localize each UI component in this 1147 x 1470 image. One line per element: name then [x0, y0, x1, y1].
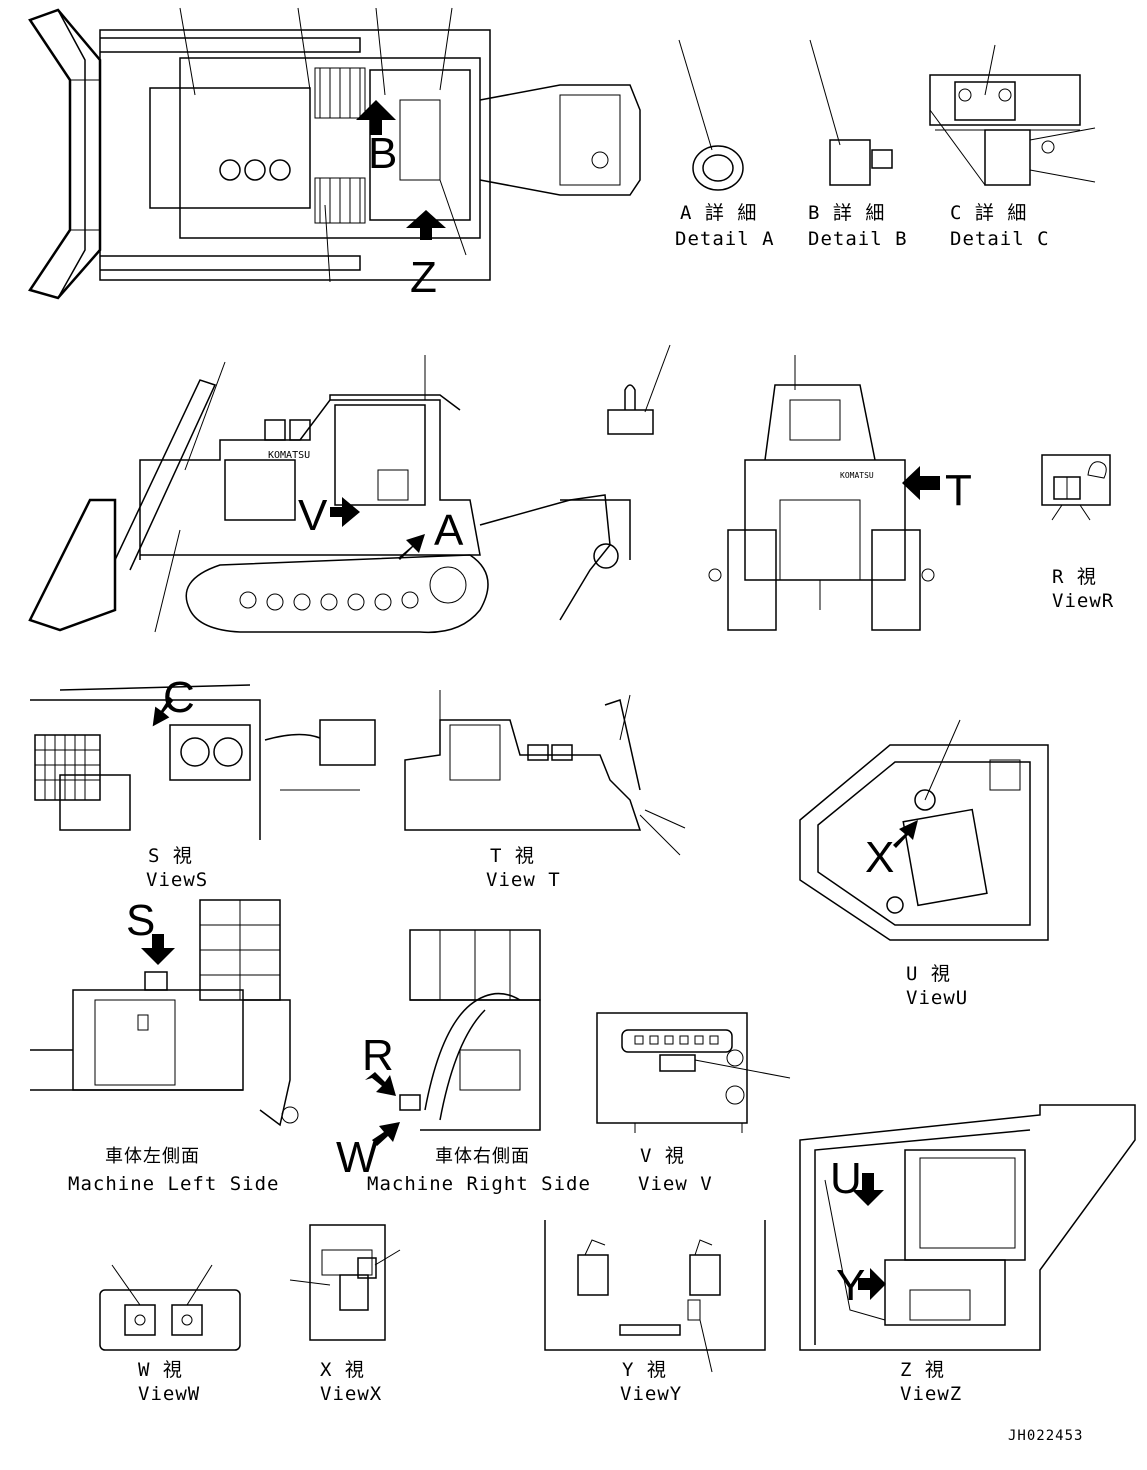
callout-b: B — [368, 129, 397, 178]
callout-r: R — [362, 1031, 394, 1080]
view-w-figure — [99, 1264, 241, 1351]
callout-a: A — [434, 506, 464, 555]
callout-x: X — [865, 833, 894, 882]
side-elevation-view: KOMATSU — [28, 355, 631, 634]
caption-left-side-jp: 車体左側面 — [105, 1146, 200, 1167]
caption-view-u-jp: U 視 — [906, 963, 951, 985]
arrow-v-icon — [330, 497, 360, 527]
caption-view-r-jp: R 視 — [1052, 566, 1097, 588]
arrow-s-icon — [141, 934, 175, 965]
arrow-x-icon — [893, 820, 918, 848]
caption-detail-b-en: Detail B — [808, 228, 908, 250]
brand-label-side: KOMATSU — [268, 450, 310, 461]
callout-y: Y — [836, 1261, 865, 1310]
arrow-u-icon — [852, 1173, 884, 1206]
machine-right-side-figure — [365, 929, 541, 1146]
caption-view-z-en: ViewZ — [900, 1383, 962, 1405]
caption-detail-c-en: Detail C — [950, 228, 1050, 250]
arrow-r-icon — [365, 1072, 396, 1096]
view-u-figure — [799, 719, 1049, 941]
callout-s: S — [126, 896, 155, 945]
caption-view-v-en: View V — [638, 1173, 713, 1195]
caption-view-t-en: View T — [486, 869, 561, 891]
caption-view-x-jp: X 視 — [320, 1359, 365, 1381]
caption-view-r-en: ViewR — [1052, 590, 1114, 612]
arrow-y-icon — [858, 1268, 886, 1300]
caption-view-u-en: ViewU — [906, 987, 968, 1009]
view-t-figure — [404, 690, 686, 856]
caption-view-z-jp: Z 視 — [900, 1359, 945, 1381]
brand-label-rear: KOMATSU — [840, 471, 874, 480]
callout-c: C — [163, 673, 195, 722]
callout-t: T — [945, 466, 972, 515]
caption-view-s-en: ViewS — [146, 869, 208, 891]
caption-right-side-en: Machine Right Side — [367, 1173, 591, 1195]
view-r-figure — [1041, 454, 1111, 521]
detail-a-figure — [678, 39, 744, 191]
arrow-b-icon — [356, 100, 396, 135]
view-x-figure — [289, 1224, 401, 1341]
caption-view-w-jp: W 視 — [138, 1359, 183, 1381]
caption-left-side-en: Machine Left Side — [68, 1173, 279, 1195]
caption-view-t-jp: T 視 — [490, 845, 535, 867]
arrow-c-icon — [152, 696, 174, 727]
arrow-t-icon — [902, 466, 940, 500]
rear-view-t: KOMATSU — [708, 355, 940, 631]
caption-detail-b-jp: B 詳 細 — [808, 202, 885, 224]
top-plan-view — [28, 7, 641, 300]
view-y-figure — [544, 1220, 766, 1373]
caption-view-y-jp: Y 視 — [622, 1359, 667, 1381]
caption-view-y-en: ViewY — [620, 1383, 682, 1405]
caption-right-side-jp: 車体右側面 — [435, 1146, 530, 1167]
view-v-figure — [596, 1012, 791, 1133]
view-z-figure — [799, 1104, 1136, 1351]
drawing-number: JH022453 — [1008, 1428, 1083, 1444]
caption-view-w-en: ViewW — [138, 1383, 200, 1405]
callout-v: V — [298, 491, 328, 540]
caption-view-s-jp: S 視 — [148, 845, 193, 867]
callout-z: Z — [410, 253, 437, 302]
arrow-z-icon — [406, 210, 446, 240]
caption-detail-c-jp: C 詳 細 — [950, 202, 1027, 224]
machine-left-side-figure — [30, 899, 299, 1127]
detail-c-figure — [929, 44, 1096, 186]
callout-w: W — [336, 1133, 378, 1182]
tag-figure — [607, 344, 671, 435]
arrow-w-icon — [372, 1122, 400, 1146]
view-s-figure — [30, 684, 376, 840]
callout-u: U — [830, 1154, 862, 1203]
caption-detail-a-jp: A 詳 細 — [680, 202, 757, 224]
caption-view-v-jp: V 視 — [640, 1145, 685, 1167]
detail-b-figure — [809, 39, 893, 186]
caption-detail-a-en: Detail A — [675, 228, 775, 250]
arrow-a-icon — [398, 534, 425, 560]
caption-view-x-en: ViewX — [320, 1383, 382, 1405]
